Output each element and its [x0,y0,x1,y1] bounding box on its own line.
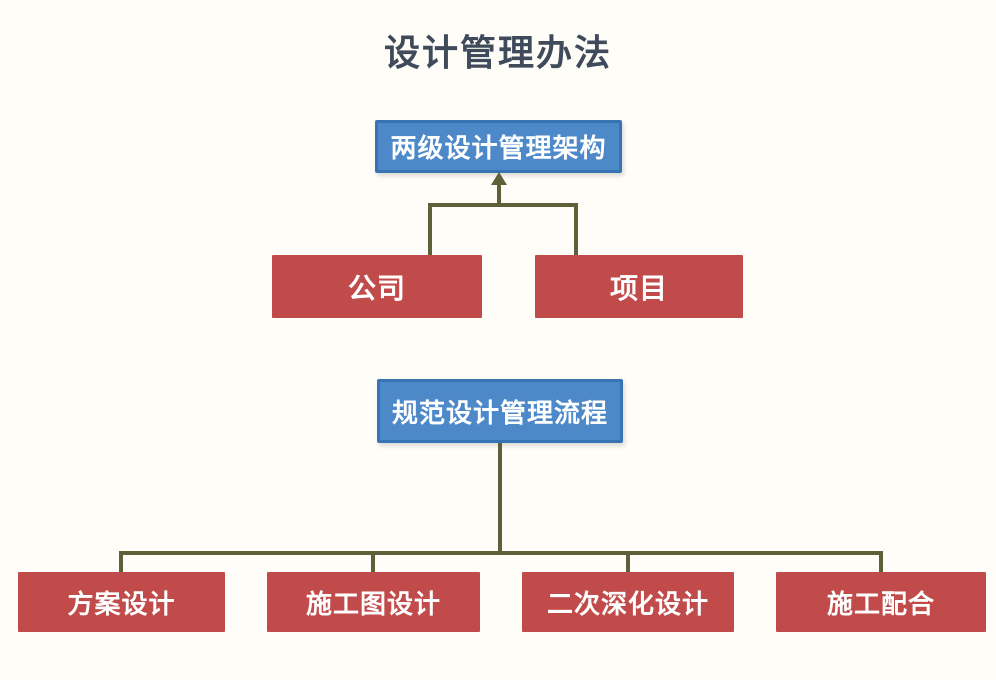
page-title: 设计管理办法 [383,32,612,73]
connector-arrow-stem [497,183,501,207]
connector-drop-scheme-design [119,551,123,573]
connector-leg-project [574,203,578,258]
node-company: 公司 [272,255,482,318]
node-secondary-deepening-design: 二次深化设计 [522,572,734,632]
connector-drop-secondary-deepening [626,551,630,573]
connector-fanout-bar [119,551,883,555]
connector-arrowhead-up [491,172,507,185]
connector-leg-company [428,203,432,258]
node-project: 项目 [535,255,743,318]
node-construction-cooperation: 施工配合 [776,572,986,632]
node-two-level-architecture: 两级设计管理架构 [375,120,622,173]
node-process-header: 规范设计管理流程 [377,379,623,443]
connector-drop-construction-drawing [371,551,375,573]
connector-merge-bar [428,203,578,207]
node-scheme-design: 方案设计 [18,572,225,632]
connector-drop-construction-cooperation [879,551,883,573]
connector-trunk [498,443,502,555]
node-construction-drawing-design: 施工图设计 [267,572,480,632]
